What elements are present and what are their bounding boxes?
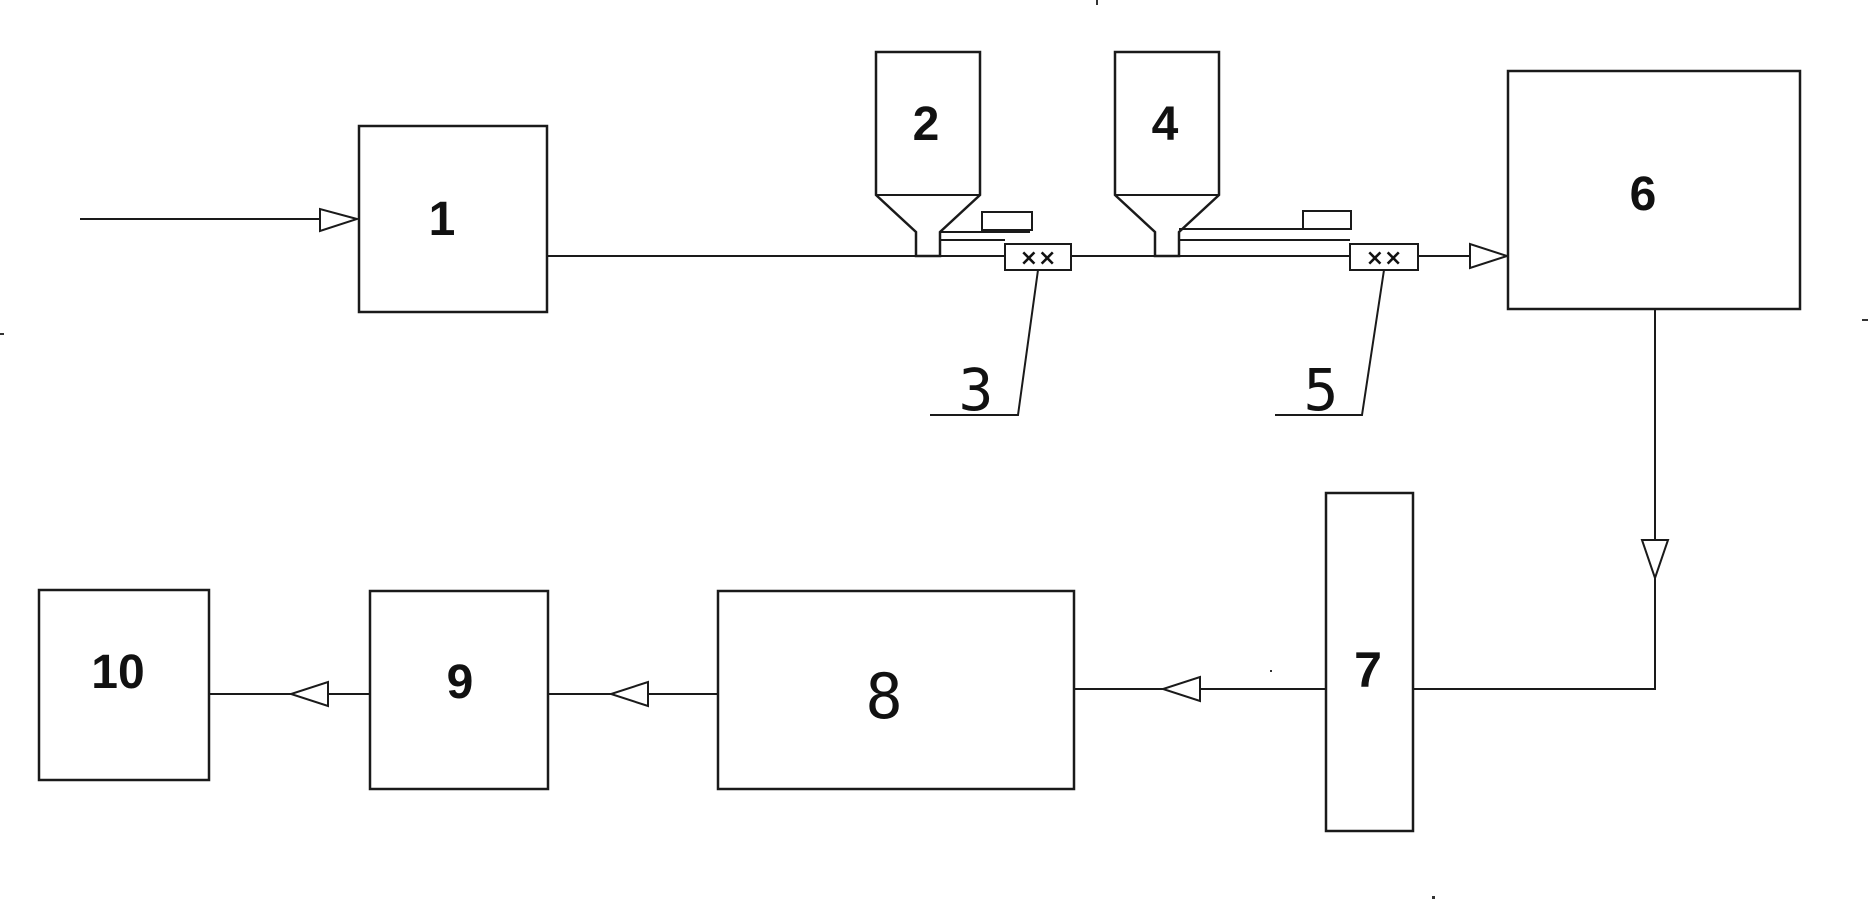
box-8-label: 8 [865,660,902,733]
box-9-label: 9 [447,656,474,709]
arrow-down-from-6 [1640,539,1670,582]
device-5: ×× 5 [1275,243,1419,424]
box-1-label: 1 [429,193,456,246]
box-8: 8 [716,589,1076,791]
line-6-to-7 [1413,309,1656,690]
box-1: 1 [357,124,549,314]
hopper-2: 2 [874,50,982,258]
box-10: 10 [37,588,211,782]
arrow-8-to-9 [607,680,649,708]
device-5-mark: ×× [1366,246,1403,271]
device-3-mark: ×× [1020,246,1057,271]
hopper-4-label: 4 [1152,98,1179,151]
feeder-4 [1179,210,1352,241]
arrow-to-box-6 [1469,242,1511,270]
device-5-leader [1275,269,1385,416]
hopper-2-label: 2 [913,98,940,151]
arrow-7-to-8 [1159,675,1201,703]
device-3: ×× 3 [930,243,1072,424]
device-5-label: 5 [1304,356,1339,424]
box-6-label: 6 [1630,168,1657,221]
box-9: 9 [368,589,550,791]
box-6: 6 [1506,69,1802,311]
box-7: 7 [1324,491,1415,833]
input-arrow [319,207,361,233]
box-10-label: 10 [91,646,144,699]
hopper-4: 4 [1113,50,1221,258]
device-3-label: 3 [959,356,994,424]
arrow-9-to-10 [287,680,329,708]
feeder-2 [940,211,1033,241]
device-3-leader [930,269,1039,416]
box-7-label: 7 [1354,642,1382,698]
